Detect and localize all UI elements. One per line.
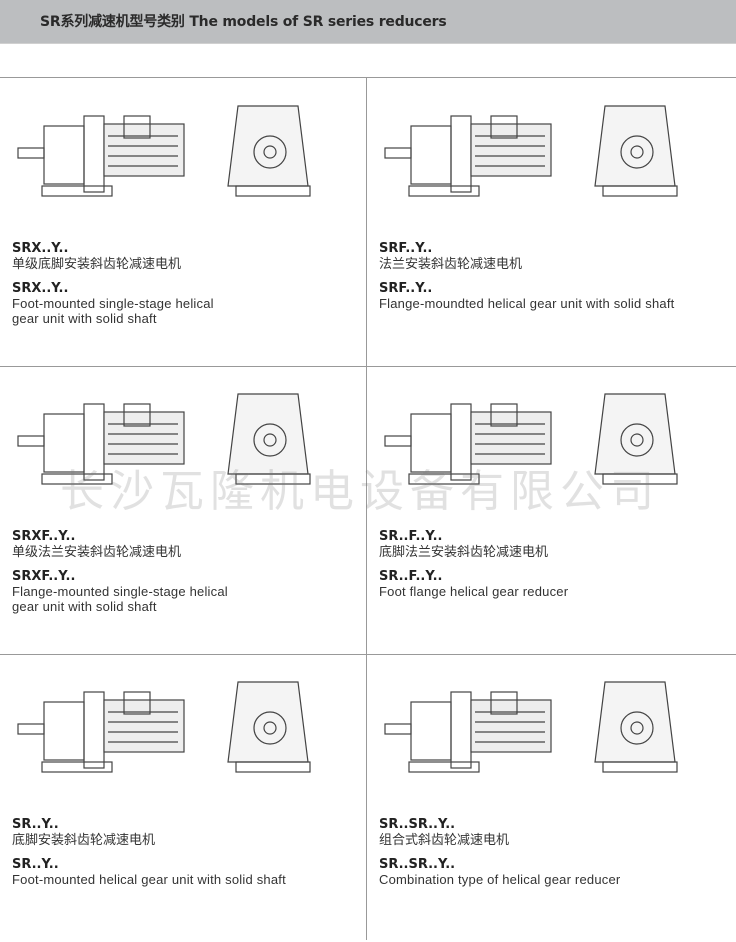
model-name-en: Combination type of helical gear reducer <box>379 872 621 887</box>
model-code: SR..F..Y.. <box>379 569 443 584</box>
model-code: SRX..Y.. <box>12 281 69 296</box>
model-cell: SR..Y.. 底脚安装斜齿轮减速电机 SR..Y.. Foot-mounted… <box>0 654 366 942</box>
reducer-drawing <box>384 105 678 197</box>
model-name-cn: 底脚法兰安装斜齿轮减速电机 <box>379 544 549 559</box>
model-code: SRX..Y.. <box>12 241 69 256</box>
reducer-drawing <box>384 393 678 485</box>
model-cell: SRXF..Y.. 单级法兰安装斜齿轮减速电机 SRXF..Y.. Flange… <box>0 366 366 654</box>
divider <box>366 77 367 940</box>
model-code: SR..SR..Y.. <box>379 817 456 832</box>
model-name-cn: 法兰安装斜齿轮减速电机 <box>379 256 523 271</box>
model-name-cn: 单级底脚安装斜齿轮减速电机 <box>12 256 182 271</box>
model-name-en: Foot-mounted single-stage helical gear u… <box>12 296 214 326</box>
reducer-drawing <box>17 393 311 485</box>
model-name-en: Flange-moundted helical gear unit with s… <box>379 296 675 311</box>
model-name-cn: 底脚安装斜齿轮减速电机 <box>12 832 156 847</box>
model-code: SRF..Y.. <box>379 281 433 296</box>
model-cell: SR..F..Y.. 底脚法兰安装斜齿轮减速电机 SR..F..Y.. Foot… <box>367 366 733 654</box>
reducer-drawing <box>384 681 678 773</box>
model-code: SR..Y.. <box>12 817 59 832</box>
model-code: SR..SR..Y.. <box>379 857 456 872</box>
reducer-drawing <box>17 681 311 773</box>
page-title: SR系列减速机型号类别 The models of SR series redu… <box>40 14 447 30</box>
model-cell: SRF..Y.. 法兰安装斜齿轮减速电机 SRF..Y.. Flange-mou… <box>367 78 733 366</box>
page-header: SR系列减速机型号类别 The models of SR series redu… <box>0 0 736 44</box>
model-code: SR..F..Y.. <box>379 529 443 544</box>
model-cell: SR..SR..Y.. 组合式斜齿轮减速电机 SR..SR..Y.. Combi… <box>367 654 733 942</box>
model-name-en: Foot flange helical gear reducer <box>379 584 569 599</box>
model-code: SRXF..Y.. <box>12 569 76 584</box>
model-name-cn: 组合式斜齿轮减速电机 <box>379 832 510 847</box>
divider <box>0 654 736 655</box>
divider <box>0 366 736 367</box>
watermark: 长沙瓦隆机电设备有限公司 <box>60 466 660 517</box>
model-cell: SRX..Y.. 单级底脚安装斜齿轮减速电机 SRX..Y.. Foot-mou… <box>0 78 366 366</box>
models-grid <box>0 77 736 940</box>
model-code: SRXF..Y.. <box>12 529 76 544</box>
model-name-cn: 单级法兰安装斜齿轮减速电机 <box>12 544 182 559</box>
model-name-en: Flange-mounted single-stage helical gear… <box>12 584 228 614</box>
model-name-en: Foot-mounted helical gear unit with soli… <box>12 872 286 887</box>
model-code: SR..Y.. <box>12 857 59 872</box>
reducer-drawing <box>17 105 311 197</box>
model-code: SRF..Y.. <box>379 241 433 256</box>
